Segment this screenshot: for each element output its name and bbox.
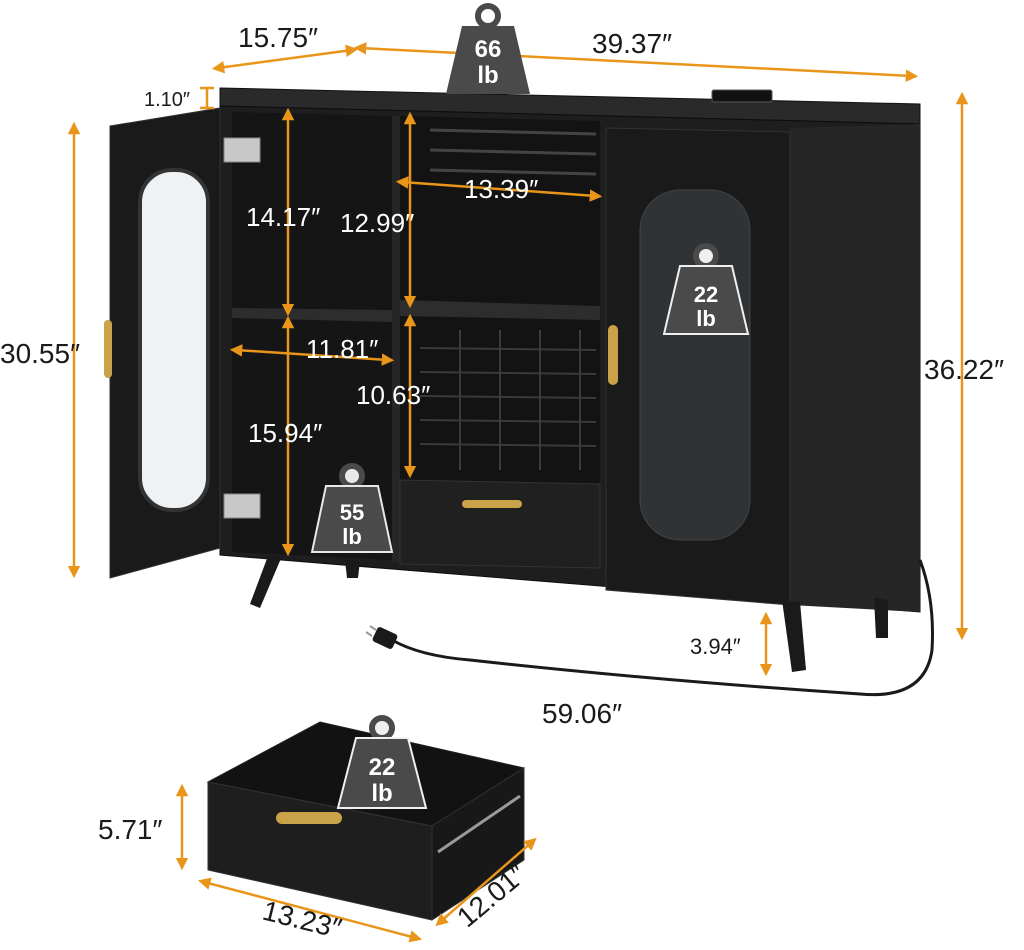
power-outlet-icon [711, 89, 773, 103]
drawer-handle [276, 812, 342, 824]
right-door-handle [608, 325, 618, 385]
weight-icon [662, 243, 750, 335]
weight-left-shelf-value: 55 [339, 500, 365, 525]
weight-left-shelf-unit: lb [342, 524, 362, 549]
left-door-handle [104, 320, 112, 378]
wine-bottle-rack-icon [419, 330, 597, 470]
dim-top-thickness: 1.10″ [144, 89, 191, 111]
dim-left-upper-height: 14.17″ [246, 202, 321, 232]
dim-center-lower-height: 10.63″ [356, 380, 431, 410]
left-door-glass [138, 168, 210, 512]
weight-top-value: 66 [474, 36, 502, 63]
leg [250, 556, 282, 608]
weight-icon [310, 463, 394, 553]
dim-left-lower-height: 15.94″ [248, 418, 323, 448]
weight-right-shelf-value: 22 [693, 282, 719, 307]
weight-drawer-unit: lb [371, 780, 393, 807]
power-cord [391, 559, 934, 697]
drawer-handle [462, 500, 522, 508]
dim-shelf-width: 11.81″ [306, 334, 379, 364]
weight-badge-drawer: 22 lb [336, 712, 428, 810]
dim-cord-length: 59.06″ [542, 698, 622, 729]
dim-depth: 15.75″ [238, 22, 318, 53]
dim-drawer-height: 5.71″ [98, 814, 163, 845]
weight-badge-left-shelf: 55 lb [310, 462, 394, 554]
wine-glass-rack-icon [429, 128, 597, 176]
weight-icon [336, 715, 428, 809]
weight-badge-top: 66 lb [444, 2, 532, 96]
dim-cabinet-height: 30.55″ [0, 338, 80, 369]
weight-top-unit: lb [477, 62, 499, 89]
weight-badge-right-shelf: 22 lb [662, 240, 750, 336]
dim-wine-rack-width: 13.39″ [464, 174, 539, 204]
hinge-icon [223, 493, 261, 519]
drawer-front [399, 479, 601, 569]
weight-icon [446, 3, 530, 94]
dim-width: 39.37″ [592, 28, 672, 59]
hinge-icon [223, 137, 261, 163]
dim-leg-height: 3.94″ [690, 634, 741, 659]
cabinet-body [104, 87, 921, 672]
leg [345, 560, 360, 578]
weight-right-shelf-unit: lb [696, 306, 716, 331]
weight-drawer-value: 22 [368, 754, 396, 781]
dim-center-upper-height: 12.99″ [340, 208, 415, 238]
power-plug-icon [365, 625, 398, 649]
leg [874, 598, 888, 638]
dim-total-height: 36.22″ [924, 354, 1004, 385]
leg [782, 600, 806, 672]
